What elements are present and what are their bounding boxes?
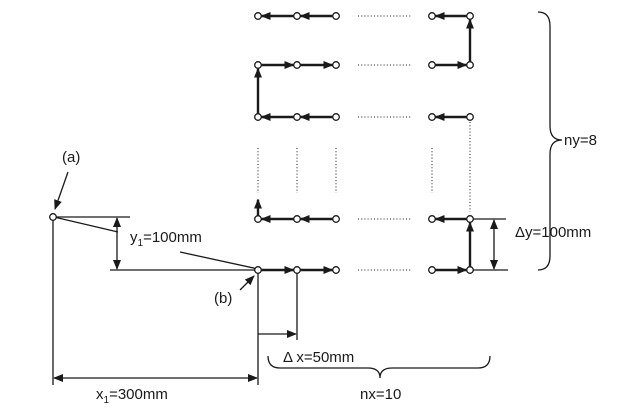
grid-node [332,113,340,121]
point-a-leader [54,171,69,210]
dy-label: Δy=100mm [515,224,591,241]
y1-prefix: y [130,229,138,246]
y1-dimension [53,216,259,271]
grid-node [293,113,301,121]
grid-node [466,215,474,223]
grid-node [466,266,474,274]
dx-label: Δ x=50mm [283,349,354,366]
y1-subscript: 1 [138,238,144,249]
x1-dimension [52,217,259,385]
nx-label: nx=10 [360,386,401,403]
grid-node [254,215,262,223]
nx-brace [267,355,491,379]
grid-node [466,61,474,69]
point-b-label: (b) [214,290,232,307]
dx-dimension [258,273,298,340]
grid-node [428,215,436,223]
grid-nodes [254,12,474,274]
grid-node [332,215,340,223]
ny-label: ny=8 [564,132,597,149]
grid-path-lines [254,12,474,274]
point-a-label: (a) [62,149,80,166]
grid-node [293,61,301,69]
grid-node [254,266,262,274]
dy-dimension [472,218,508,271]
grid-node [332,61,340,69]
grid-node [466,12,474,20]
point-a-node [49,213,57,221]
grid-node [254,12,262,20]
x1-prefix: x [96,386,104,403]
grid-node [254,113,262,121]
x1-value: =300mm [109,386,168,403]
x1-label: x1=300mm [96,386,168,406]
x1-subscript: 1 [104,395,110,406]
grid-node [332,12,340,20]
grid-node [293,266,301,274]
grid-node [332,266,340,274]
grid-node [254,61,262,69]
grid-node [428,61,436,69]
grid-node [293,12,301,20]
point-b-leader [239,275,255,291]
grid-node [428,113,436,121]
grid-node [466,113,474,121]
grid-node [428,12,436,20]
grid-node [293,215,301,223]
grid-node [428,266,436,274]
ny-brace [537,11,563,271]
y1-value: =100mm [143,229,202,246]
y1-label: y1=100mm [130,229,202,249]
